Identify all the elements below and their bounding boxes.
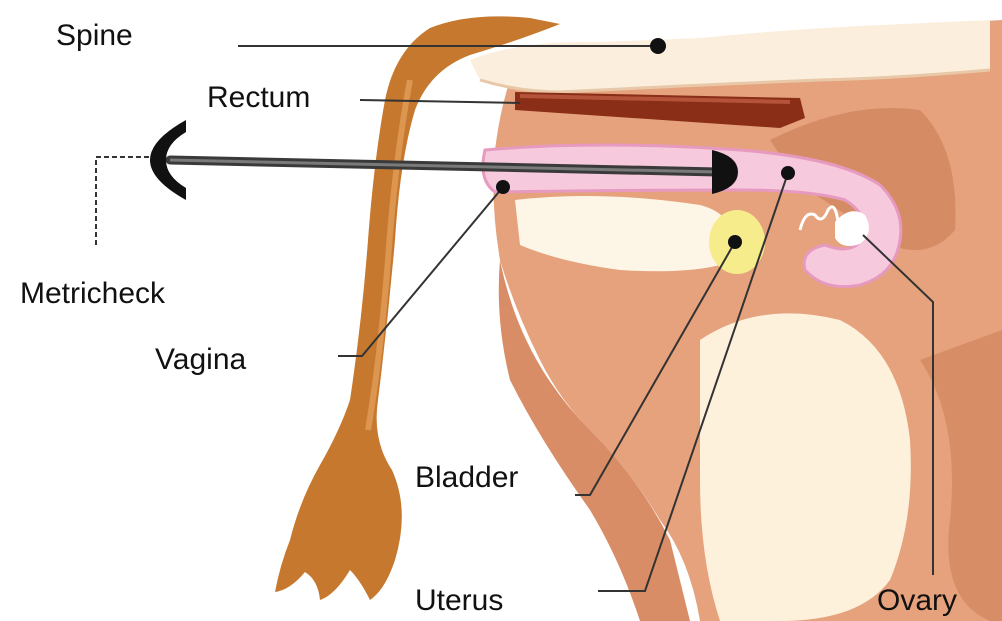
label-metricheck: Metricheck — [20, 279, 165, 309]
label-spine: Spine — [56, 21, 133, 51]
leader-metricheck — [96, 157, 150, 245]
label-rectum: Rectum — [207, 83, 310, 113]
vagina-marker-dot — [496, 180, 510, 194]
label-bladder: Bladder — [415, 463, 518, 493]
bladder-marker-dot — [728, 235, 742, 249]
uterus-marker-dot — [781, 166, 795, 180]
spine-marker-dot — [650, 38, 666, 54]
label-uterus: Uterus — [415, 586, 503, 616]
leader-rectum — [360, 100, 520, 103]
label-ovary: Ovary — [877, 586, 957, 616]
pale-region-lower — [700, 313, 911, 621]
label-vagina: Vagina — [155, 345, 246, 375]
